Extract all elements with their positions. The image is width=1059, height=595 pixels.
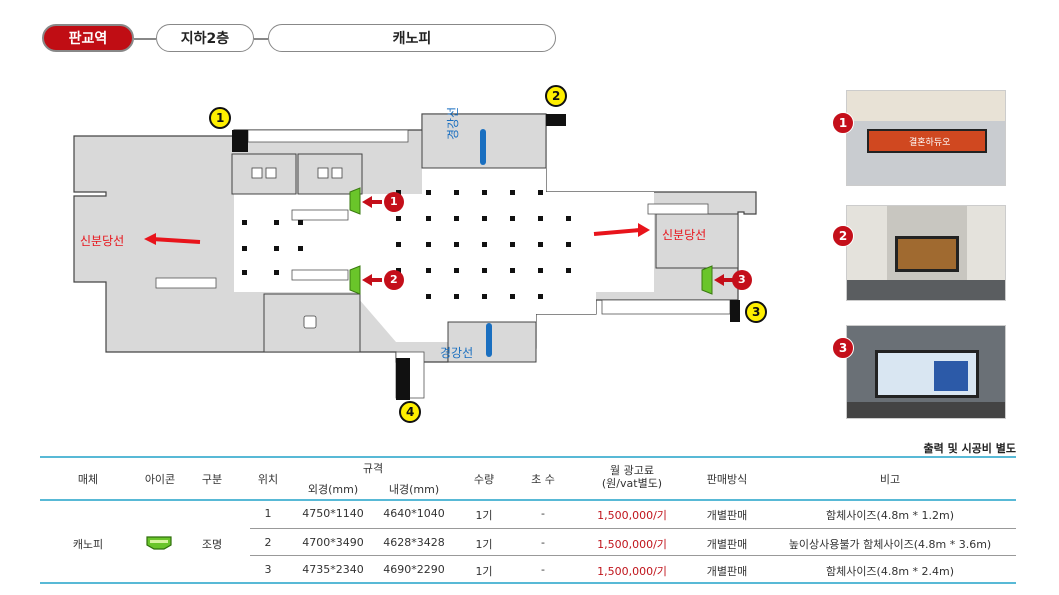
breadcrumb-connector [254,38,268,40]
row2-remarks: 높이상사용불가 함체사이즈(4.8m * 3.6m) [788,538,992,551]
sinbundang-label-left: 신분당선 [80,234,125,248]
restroom-block [297,153,363,195]
canopy-screen-3 [875,350,979,398]
row2-position: 2 [264,536,272,549]
escalator [601,299,731,315]
exit-3-label: 3 [752,305,761,319]
cost-note: 출력 및 시공비 별도 [923,442,1016,455]
row1-outer: 4750*1140 [302,507,364,520]
table-bottom-border [40,582,1016,584]
row3-position: 3 [264,563,272,576]
row1-quantity: 1기 [475,509,493,522]
wall-block [730,300,740,322]
restroom-block [231,153,297,195]
row2-inner: 4628*3428 [383,536,445,549]
row3-inner: 4690*2290 [383,563,445,576]
header-inner: 내경(mm) [388,483,440,496]
canopy-screen-2 [895,236,959,272]
row2-count: - [541,536,545,549]
canopy-icon [349,265,361,295]
header-position: 위치 [257,473,279,486]
table-top-border [40,456,1016,458]
row1-remarks: 함체사이즈(4.8m * 1.2m) [825,509,955,522]
photo-3-marker: 3 [832,337,854,359]
escalator [291,209,349,221]
exit-1-marker[interactable] [209,107,231,129]
exit-4-label: 4 [406,405,415,419]
row2-sales: 개별판매 [706,538,748,551]
ad-type-tab[interactable]: 캐노피 [268,24,556,52]
wall-block [232,130,248,152]
canopy-icon [701,265,713,295]
row3-count: - [541,563,545,576]
room-block [655,213,739,269]
exit-3-marker[interactable] [745,301,767,323]
table-header-border [40,499,1016,501]
header-monthly-fee: 월 광고료 (원/vat별도) [601,464,663,490]
photo-1[interactable]: 결혼하듀오 [846,90,1006,186]
concourse [234,154,654,342]
canopy-screen-1: 결혼하듀오 [867,129,987,153]
row1-position: 1 [264,507,272,520]
canopy-icon [349,187,361,215]
header-spec: 규격 [362,462,384,475]
row3-sales: 개별판매 [706,565,748,578]
escalator [247,129,409,143]
sinbundang-arrow-right-icon [593,223,650,237]
wall-block [546,114,566,126]
sinbundang-arrow-left-icon [144,233,201,245]
header-quantity: 수량 [473,473,495,486]
row1-inner: 4640*1040 [383,507,445,520]
wall-block [396,358,410,400]
header-remarks: 비고 [879,473,901,486]
row3-remarks: 함체사이즈(4.8m * 2.4m) [825,565,955,578]
station-floor-map: 1 2 3 4 1 2 3 경강선 경강선 신분당선 신분당선 [66,82,806,432]
exit-2-label: 2 [552,89,561,103]
row3-outer: 4735*2340 [302,563,364,576]
ad-marker-2[interactable] [384,270,404,290]
sinbundang-label-right: 신분당선 [662,228,707,242]
floor-tab[interactable]: 지하2층 [156,24,254,52]
header-count: 초 수 [531,473,555,486]
photo-1-caption: 결혼하듀오 [909,138,951,148]
gyeonggang-label-top: 경강선 [446,106,460,140]
header-sales: 판매방식 [706,473,748,486]
row3-fee: 1,500,000/기 [597,565,667,578]
breadcrumb-connector [134,38,156,40]
row2-quantity: 1기 [475,538,493,551]
gyeonggang-label-bottom: 경강선 [440,346,474,360]
row1-fee: 1,500,000/기 [597,509,667,522]
header-outer: 외경(mm) [307,483,359,496]
row1-sales: 개별판매 [706,509,748,522]
ad-marker-3[interactable] [732,270,752,290]
escalator [647,203,709,215]
ad-marker-3-label: 3 [738,273,746,286]
header-media: 매체 [77,473,99,486]
photo-2-marker: 2 [832,225,854,247]
row2-outer: 4700*3490 [302,536,364,549]
header-icon: 아이콘 [144,473,176,486]
ad-marker-1[interactable] [384,192,404,212]
exit-4-marker[interactable] [399,401,421,423]
breadcrumb: 판교역 지하2층 캐노피 [42,24,562,54]
photo-3[interactable] [846,325,1006,419]
canopy-icon [146,535,172,550]
ad-marker-2-label: 2 [390,273,398,286]
table-row-divider [250,555,1016,556]
cell-category: 조명 [201,538,223,551]
exit-1-label: 1 [216,111,225,125]
photo-1-marker: 1 [832,112,854,134]
station-tab[interactable]: 판교역 [42,24,134,52]
row1-count: - [541,507,545,520]
escalator [155,277,217,289]
cell-media: 캐노피 [72,538,104,551]
table-row-divider [250,528,1016,529]
photo-2[interactable] [846,205,1006,301]
escalator [291,269,349,281]
row3-quantity: 1기 [475,565,493,578]
ad-marker-1-label: 1 [390,195,398,208]
header-category: 구분 [201,473,223,486]
exit-2-marker[interactable] [545,85,567,107]
row2-fee: 1,500,000/기 [597,538,667,551]
